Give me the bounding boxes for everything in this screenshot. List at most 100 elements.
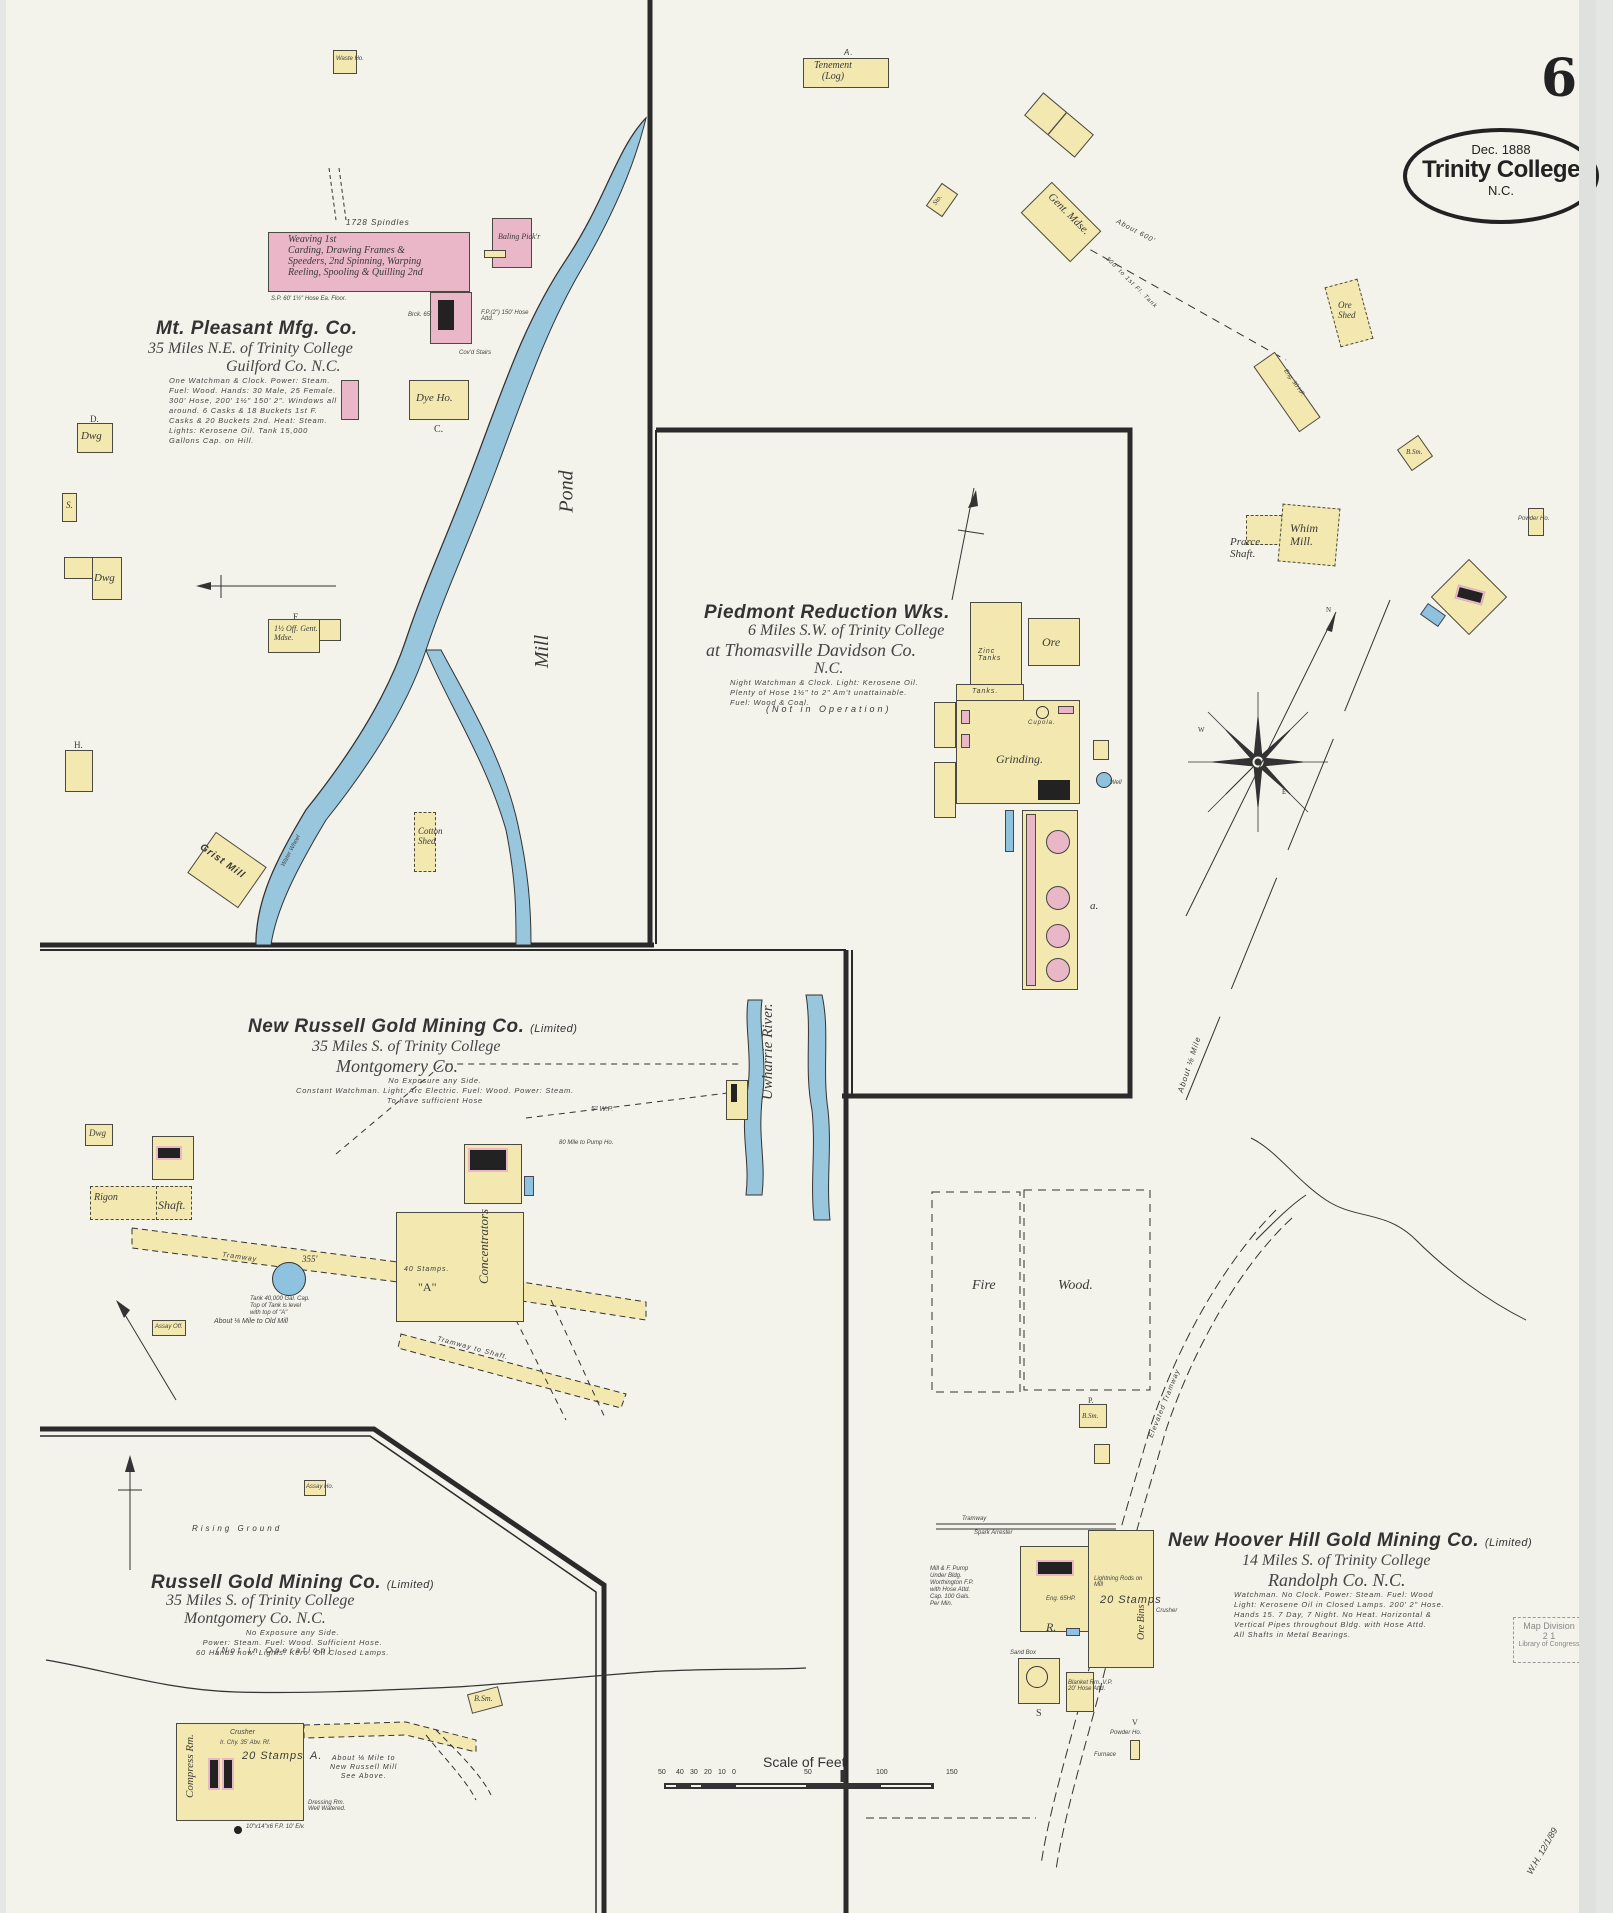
spindle-count: 1728 Spindles	[346, 218, 410, 227]
kiln-letter: a.	[1090, 900, 1099, 912]
scale-tick: 50	[804, 1769, 812, 1776]
boiler-icon	[222, 1758, 234, 1790]
crusher-label: Crusher	[1156, 1608, 1178, 1614]
compass-north: N	[1326, 606, 1332, 614]
scale-tick: 150	[946, 1769, 958, 1776]
baling-picker	[492, 218, 532, 268]
cupola-label: Cupola.	[1028, 720, 1056, 726]
prarce-shaft	[1246, 515, 1282, 545]
dwg-d-label: Dwg	[81, 430, 102, 442]
place-name: Trinity College	[1422, 156, 1580, 183]
building-h	[65, 750, 93, 792]
boiler-icon	[1038, 780, 1070, 800]
hoover-title: New Hoover Hill Gold Mining Co. (Limited…	[1168, 1530, 1533, 1551]
brick-chimney-label: Brck. 65'	[408, 312, 432, 318]
spark-arrester-label: Spark Arrester	[974, 1530, 1013, 1536]
boiler-icon	[438, 300, 454, 330]
new-russell-mill-note: About ⅛ Mile to New Russell Mill See Abo…	[330, 1755, 398, 1780]
tank-note: Tank 40,000 Gal. Cap. Top of Tank is lev…	[250, 1296, 310, 1316]
sand-box-label: Sand Box	[1010, 1650, 1037, 1656]
scan-edge	[1579, 0, 1596, 1913]
map-sheet: 6 Dec. 1888 Trinity College N.C. Waste H…	[6, 0, 1599, 1913]
hoover-distance: 14 Miles S. of Trinity College	[1242, 1552, 1431, 1569]
grinding-label: Grinding.	[996, 752, 1044, 766]
oven	[1058, 706, 1074, 714]
office-annex	[319, 619, 341, 641]
small-building-3	[1093, 740, 1109, 760]
building-a-label: "A"	[418, 1280, 437, 1294]
chimney-label: Ir. Chy. 35' Abv. Rf.	[220, 1740, 271, 1746]
office-letter: F.	[293, 612, 300, 622]
old-mill-note: About ⅛ Mile to Old Mill	[214, 1318, 288, 1325]
scale-tick: 20	[704, 1769, 712, 1776]
russell-county: Montgomery Co. N.C.	[184, 1610, 326, 1627]
powder-house-label: Powder Ho.	[1518, 516, 1550, 522]
shed-s	[62, 493, 77, 522]
main-mill-building	[268, 232, 470, 292]
assay-office-label: Assay Off.	[155, 1324, 183, 1330]
rigon-label: Rigon	[94, 1192, 118, 1203]
scale-tick: 10	[718, 1769, 726, 1776]
shed-s-label: S.	[66, 500, 73, 510]
mt-pleasant-distance: 35 Miles N.E. of Trinity College	[148, 340, 353, 357]
covered-stairs-label: Cov'd Stairs	[459, 350, 492, 356]
fire-wood-label-1: Fire	[972, 1278, 996, 1293]
cotton-shed-label: Cotton Shed	[418, 826, 443, 846]
boiler-icon	[1026, 1666, 1048, 1688]
dye-house	[409, 380, 469, 420]
water-pipe-label: 5" W.P.	[591, 1106, 614, 1113]
p-letter: P.	[1088, 1396, 1094, 1405]
dressing-room-label: Dressing Rm. Well Watered.	[308, 1800, 346, 1812]
rag-house	[341, 380, 359, 420]
kiln-1	[1046, 830, 1070, 854]
kiln-3	[1046, 924, 1070, 948]
scale-title: Scale of Feet.	[763, 1754, 850, 1770]
compass-east: E	[1282, 788, 1287, 796]
crusher-label: Crusher	[230, 1729, 255, 1736]
rising-ground-label: Rising Ground	[192, 1524, 283, 1533]
bridge	[484, 250, 506, 258]
side-shed	[934, 762, 956, 818]
v-letter: V	[1132, 1718, 1138, 1727]
boiler-icon	[1036, 1560, 1074, 1576]
stamps-label: 40 Stamps.	[404, 1266, 450, 1273]
scale-tick: 30	[690, 1769, 698, 1776]
cotton-shed	[414, 812, 436, 872]
pump-notes: Mill & F. Pump Under Bldg. Worthington F…	[930, 1566, 974, 1607]
mt-pleasant-county: Guilford Co. N.C.	[226, 358, 341, 375]
cupola-icon	[1036, 706, 1049, 719]
building-a-letter: A.	[310, 1750, 323, 1762]
dwelling-d	[77, 423, 113, 453]
russell-distance: 35 Miles S. of Trinity College	[166, 1592, 355, 1609]
sheet-number: 6	[1541, 48, 1578, 109]
blanket-room-label: Blanket Rm. V.P. 20' Hose Attd.	[1068, 1680, 1113, 1692]
baling-label: Baling Pick'r	[498, 232, 541, 241]
dwelling-annex	[64, 557, 94, 579]
state-name: N.C.	[1488, 183, 1514, 198]
piedmont-location: at Thomasville Davidson Co.	[706, 640, 916, 660]
carp-shop-q	[1094, 1444, 1110, 1464]
kiln-4	[1046, 958, 1070, 982]
hoover-notes: Watchman. No Clock. Power: Steam. Fuel: …	[1234, 1590, 1445, 1639]
blacksmith-p	[1079, 1404, 1107, 1428]
scale-tick: 100	[876, 1769, 888, 1776]
dwelling-5-label: Dwg	[89, 1128, 107, 1138]
boiler-icon	[156, 1146, 182, 1160]
stamps-label: 20 Stamps	[1100, 1594, 1162, 1606]
assay-house-label: Assay Ho.	[306, 1484, 334, 1490]
tramway-label: Tramway	[962, 1516, 987, 1522]
zinc-label: Zinc Tanks	[978, 648, 1002, 662]
ore-building	[1028, 618, 1080, 666]
ore-shed	[934, 702, 956, 748]
piedmont-status: (Not in Operation)	[766, 704, 892, 714]
ore-label: Ore	[1042, 635, 1061, 649]
engine-65hp-label: Eng. 65HP.	[1046, 1596, 1076, 1602]
waste-house-label: Waste Ho.	[336, 56, 364, 62]
tenement-letter: A.	[844, 48, 854, 57]
force-pump-icon	[234, 1826, 242, 1834]
powder-house	[1528, 508, 1544, 536]
compass-west: W	[1198, 726, 1205, 734]
powder-ho-label: Powder Ho.	[1110, 1730, 1142, 1736]
pump-icon	[731, 1084, 737, 1102]
mt-pleasant-title: Mt. Pleasant Mfg. Co.	[156, 318, 358, 339]
